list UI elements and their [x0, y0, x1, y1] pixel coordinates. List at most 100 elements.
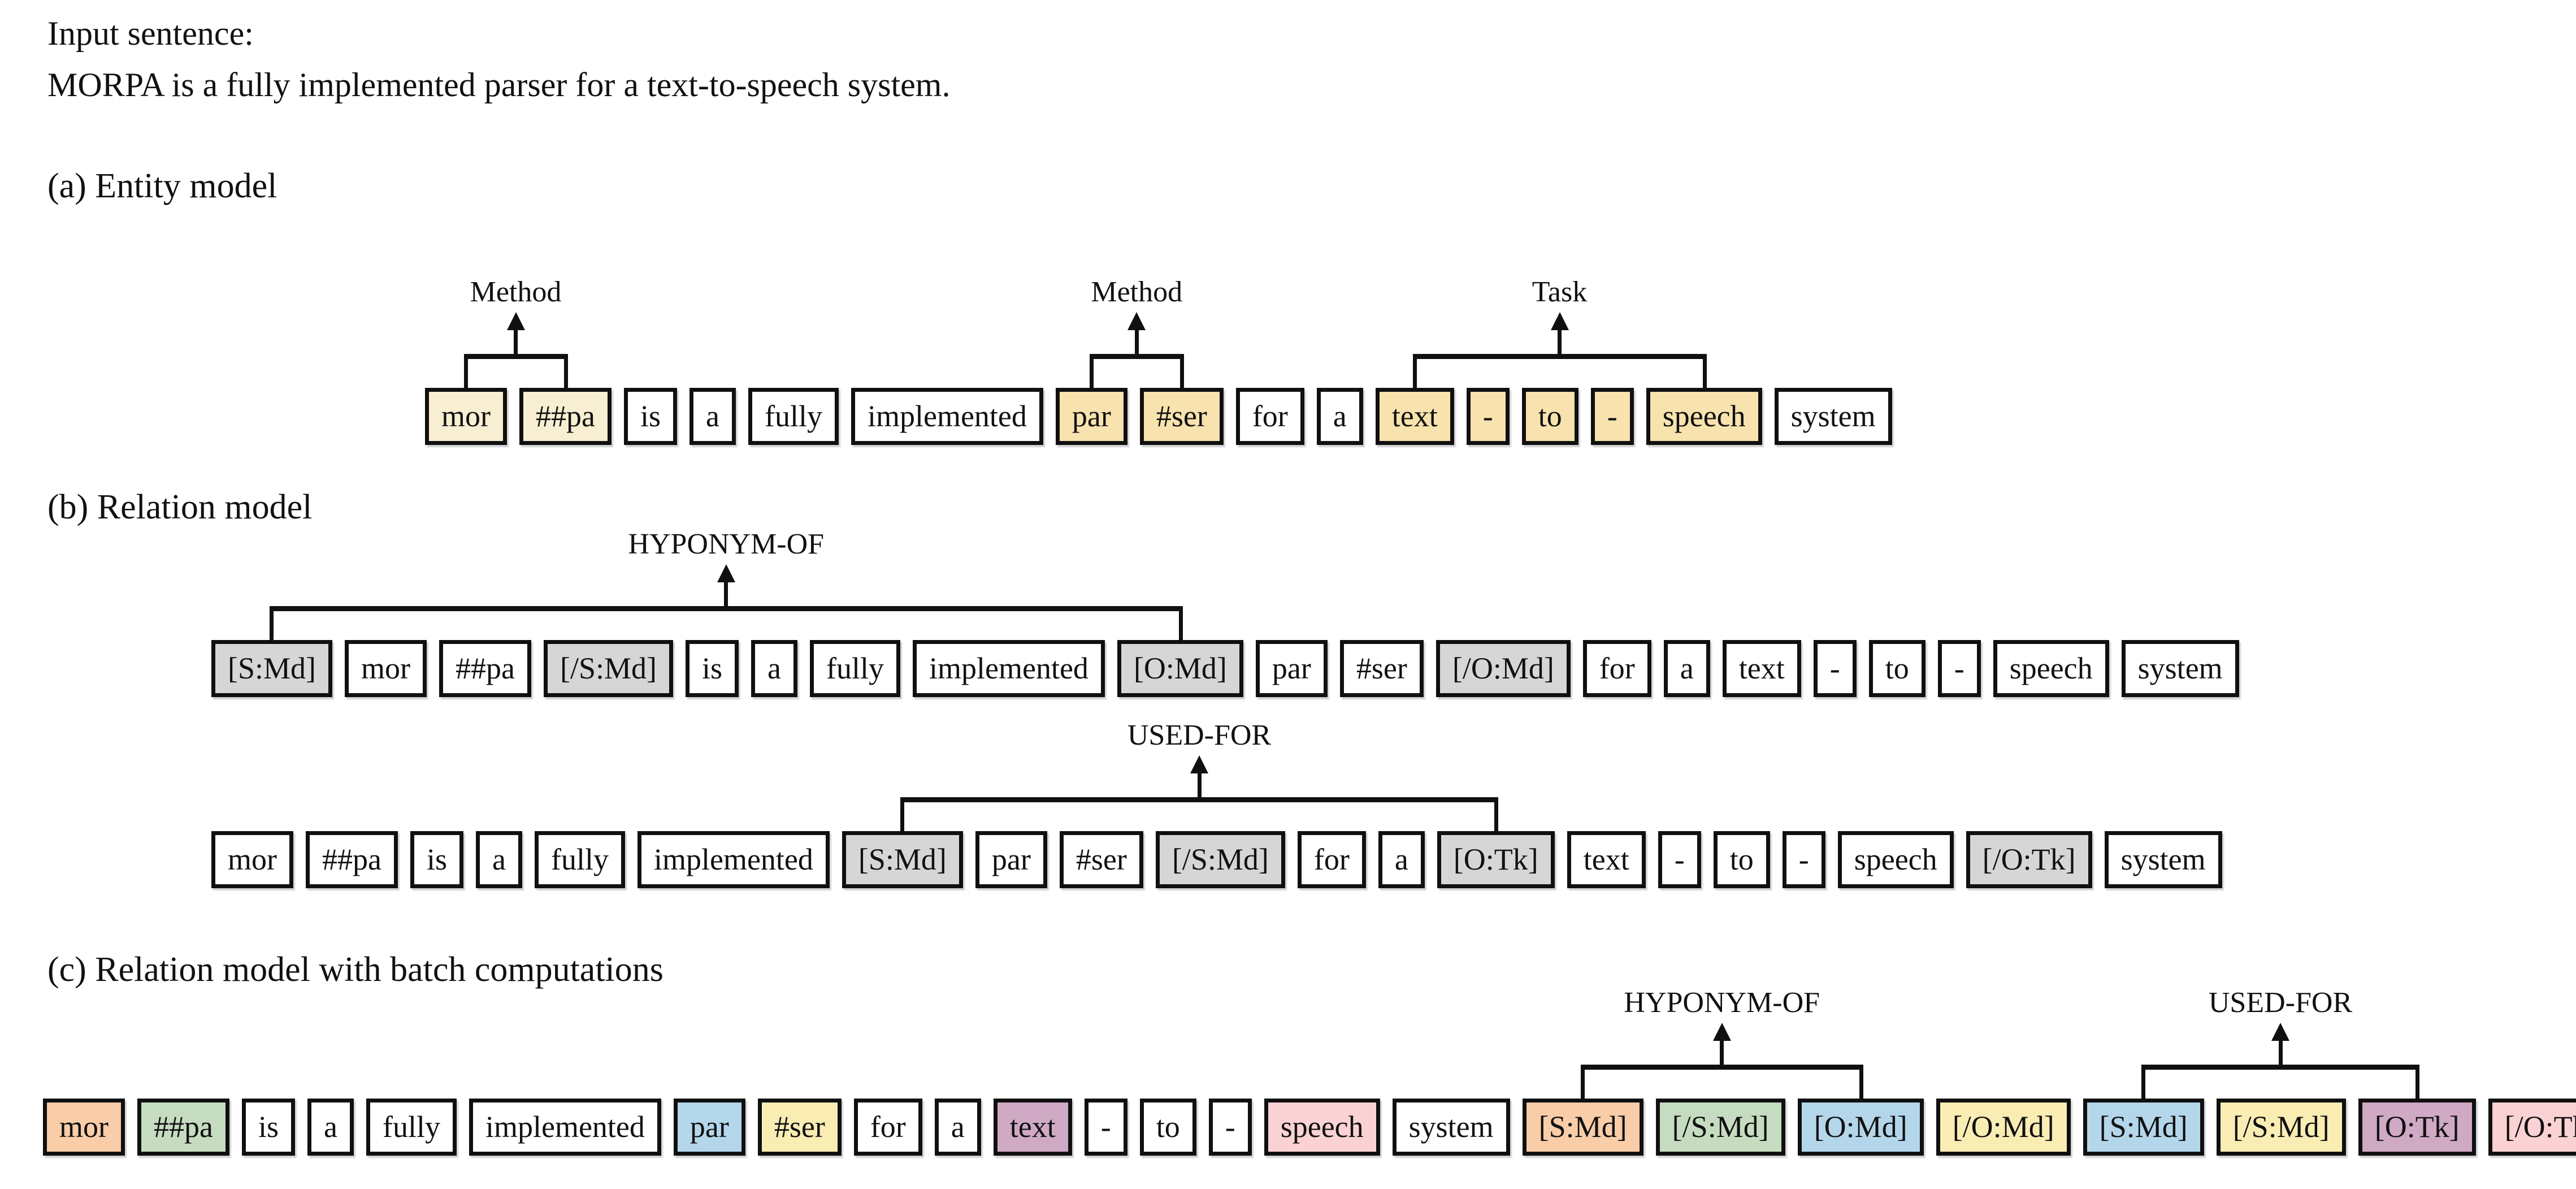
section-c-title: (c) Relation model with batch computatio… — [47, 950, 663, 989]
token-smd: [S:Md] — [842, 831, 963, 889]
token-fully: fully — [366, 1099, 457, 1156]
token-hyphen: - — [1782, 831, 1825, 889]
token-hyphen: - — [1590, 388, 1634, 446]
token-system: system — [2121, 640, 2239, 698]
token-omd: [O:Md] — [1117, 640, 1243, 698]
token-pa: ##pa — [439, 640, 531, 698]
token-to: to — [1713, 831, 1770, 889]
token-is: is — [410, 831, 463, 889]
token-implemented: implemented — [637, 831, 830, 889]
arrow-up-icon — [2271, 1023, 2289, 1041]
bracket — [270, 606, 1183, 640]
token-to: to — [1139, 1099, 1196, 1156]
token-speech: speech — [1837, 831, 1954, 889]
token-implemented: implemented — [469, 1099, 661, 1156]
token-text: text — [993, 1099, 1072, 1156]
arrow-up-icon — [1127, 312, 1146, 330]
token-otk: [/O:Tk] — [2488, 1099, 2576, 1156]
relation-label: HYPONYM-OF — [1624, 987, 1820, 1019]
relation-label: HYPONYM-OF — [628, 528, 825, 560]
arrow-up-icon — [506, 312, 525, 330]
token-omd: [O:Md] — [1797, 1099, 1924, 1156]
token-par: par — [1255, 640, 1328, 698]
relation-label: USED-FOR — [1127, 719, 1272, 751]
token-otk: [/O:Tk] — [1966, 831, 2092, 889]
token-system: system — [2104, 831, 2222, 889]
token-otk: [O:Tk] — [1437, 831, 1555, 889]
token-speech: speech — [1264, 1099, 1380, 1156]
token-ser: #ser — [1139, 388, 1224, 446]
token-par: par — [975, 831, 1047, 889]
arrow-stem — [2278, 1039, 2283, 1065]
arrow-stem — [1558, 328, 1562, 354]
token-to: to — [1521, 388, 1578, 446]
token-smd: [S:Md] — [2083, 1099, 2204, 1156]
token-system: system — [1392, 1099, 1510, 1156]
arrow-stem — [1197, 771, 1202, 797]
token-a: a — [1316, 388, 1363, 446]
arrow-stem — [1134, 328, 1139, 354]
token-fully: fully — [534, 831, 625, 889]
token-pa: ##pa — [306, 831, 398, 889]
token-is: is — [241, 1099, 295, 1156]
arrow-up-icon — [1712, 1023, 1731, 1041]
token-is: is — [686, 640, 739, 698]
token-text: text — [1567, 831, 1646, 889]
token-mor: mor — [425, 388, 507, 446]
token-par: par — [673, 1099, 745, 1156]
token-mor: mor — [211, 831, 293, 889]
token-hyphen: - — [1658, 831, 1701, 889]
bracket — [1412, 354, 1707, 388]
token-a: a — [934, 1099, 981, 1156]
token-omd: [/O:Md] — [1436, 640, 1571, 698]
token-implemented: implemented — [851, 388, 1043, 446]
token-smd: [/S:Md] — [1155, 831, 1285, 889]
token-a: a — [1378, 831, 1425, 889]
bracket — [463, 354, 568, 388]
token-pa: ##pa — [519, 388, 612, 446]
arrow-stem — [724, 580, 728, 606]
token-ser: #ser — [1339, 640, 1424, 698]
input-label: Input sentence: — [47, 15, 254, 52]
token-for: for — [1235, 388, 1304, 446]
token-mor: mor — [345, 640, 427, 698]
arrow-stem — [1720, 1039, 1724, 1065]
token-mor: mor — [43, 1099, 125, 1156]
token-for: for — [1297, 831, 1366, 889]
token-text: text — [1722, 640, 1801, 698]
token-par: par — [1055, 388, 1127, 446]
token-a: a — [1663, 640, 1710, 698]
entity-label: Method — [470, 276, 562, 308]
token-omd: [/O:Md] — [1936, 1099, 2071, 1156]
bracket — [2141, 1065, 2419, 1099]
token-hyphen: - — [1813, 640, 1857, 698]
arrow-stem — [514, 328, 518, 354]
token-a: a — [751, 640, 798, 698]
token-hyphen: - — [1466, 388, 1510, 446]
entity-label: Method — [1091, 276, 1183, 308]
token-text: text — [1375, 388, 1454, 446]
token-system: system — [1774, 388, 1892, 446]
bracket — [1089, 354, 1184, 388]
token-speech: speech — [1646, 388, 1762, 446]
token-implemented: implemented — [913, 640, 1105, 698]
bracket — [900, 797, 1498, 831]
input-sentence: MORPA is a fully implemented parser for … — [47, 66, 951, 104]
token-smd: [/S:Md] — [543, 640, 674, 698]
token-a: a — [689, 388, 736, 446]
token-smd: [S:Md] — [1522, 1099, 1643, 1156]
token-ser: #ser — [1059, 831, 1143, 889]
entity-label: Task — [1532, 276, 1588, 308]
token-hyphen: - — [1208, 1099, 1252, 1156]
arrow-up-icon — [1190, 755, 1208, 773]
token-fully: fully — [748, 388, 839, 446]
token-otk: [O:Tk] — [2358, 1099, 2476, 1156]
token-pa: ##pa — [137, 1099, 229, 1156]
